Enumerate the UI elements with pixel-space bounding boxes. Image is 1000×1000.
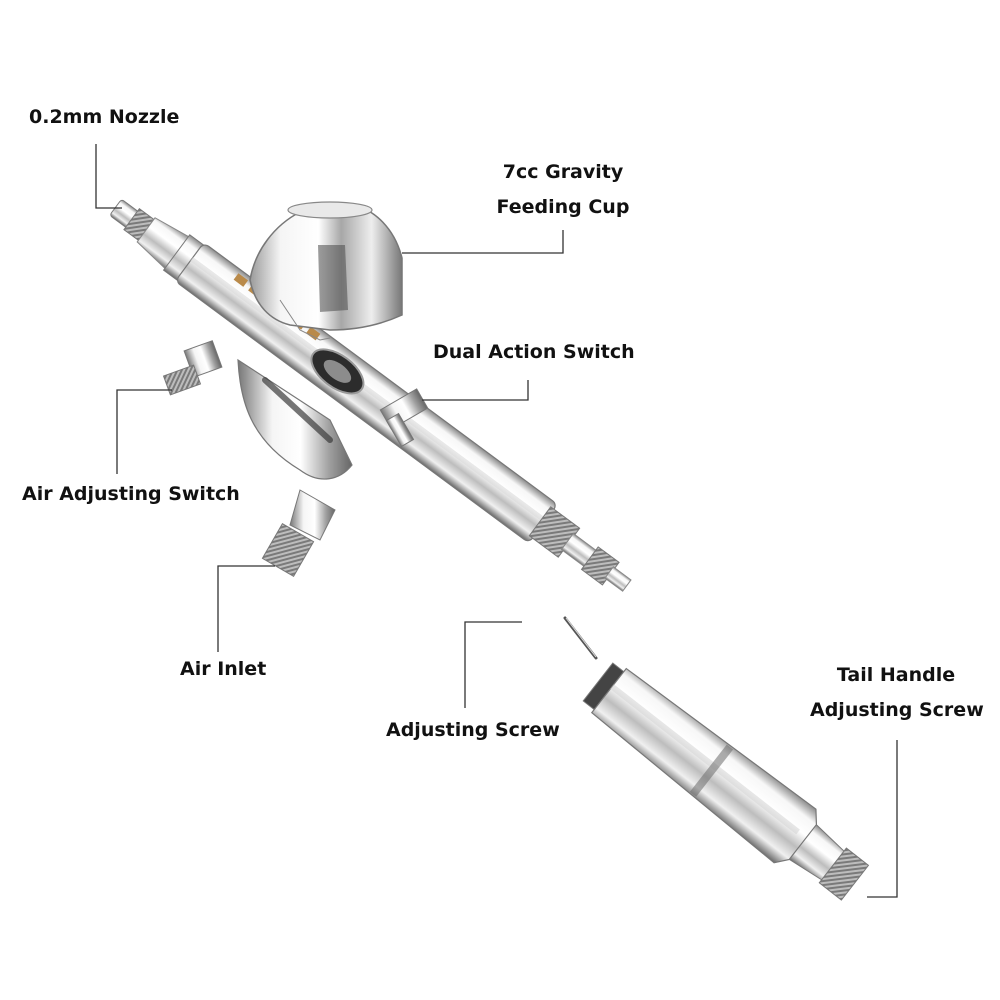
label-gravity-cup-line1: 7cc Gravity: [502, 161, 624, 183]
dual-action-trigger: [379, 388, 429, 448]
airbrush-body: [110, 199, 632, 592]
leader-air-adjusting: [116, 389, 172, 474]
leader-lines: [95, 144, 898, 898]
label-nozzle: 0.2mm Nozzle: [29, 106, 180, 128]
leader-tail: [867, 740, 898, 898]
air-adjusting-knob: [162, 340, 223, 396]
label-gravity-cup: 7cc Gravity Feeding Cup: [493, 155, 633, 225]
label-adjusting-screw: Adjusting Screw: [386, 719, 560, 741]
gravity-cup: [249, 201, 403, 341]
label-tail-handle-line1: Tail Handle: [836, 664, 956, 686]
label-tail-handle: Tail Handle Adjusting Screw: [810, 658, 984, 728]
tail-handle-illustration: [582, 662, 870, 901]
leader-cup: [402, 230, 564, 254]
label-air-inlet: Air Inlet: [180, 658, 267, 680]
label-air-adjusting-switch: Air Adjusting Switch: [22, 483, 240, 505]
air-inlet: [261, 489, 336, 578]
label-tail-handle-line2: Adjusting Screw: [810, 699, 984, 721]
label-gravity-cup-line2: Feeding Cup: [496, 196, 630, 218]
leader-air-inlet: [217, 565, 275, 652]
needle-illustration: [563, 616, 598, 660]
grip: [237, 358, 353, 480]
leader-adjusting-screw: [464, 621, 522, 708]
leader-dual-action: [422, 380, 529, 401]
leader-nozzle: [95, 144, 122, 209]
label-dual-action-switch: Dual Action Switch: [433, 341, 635, 363]
